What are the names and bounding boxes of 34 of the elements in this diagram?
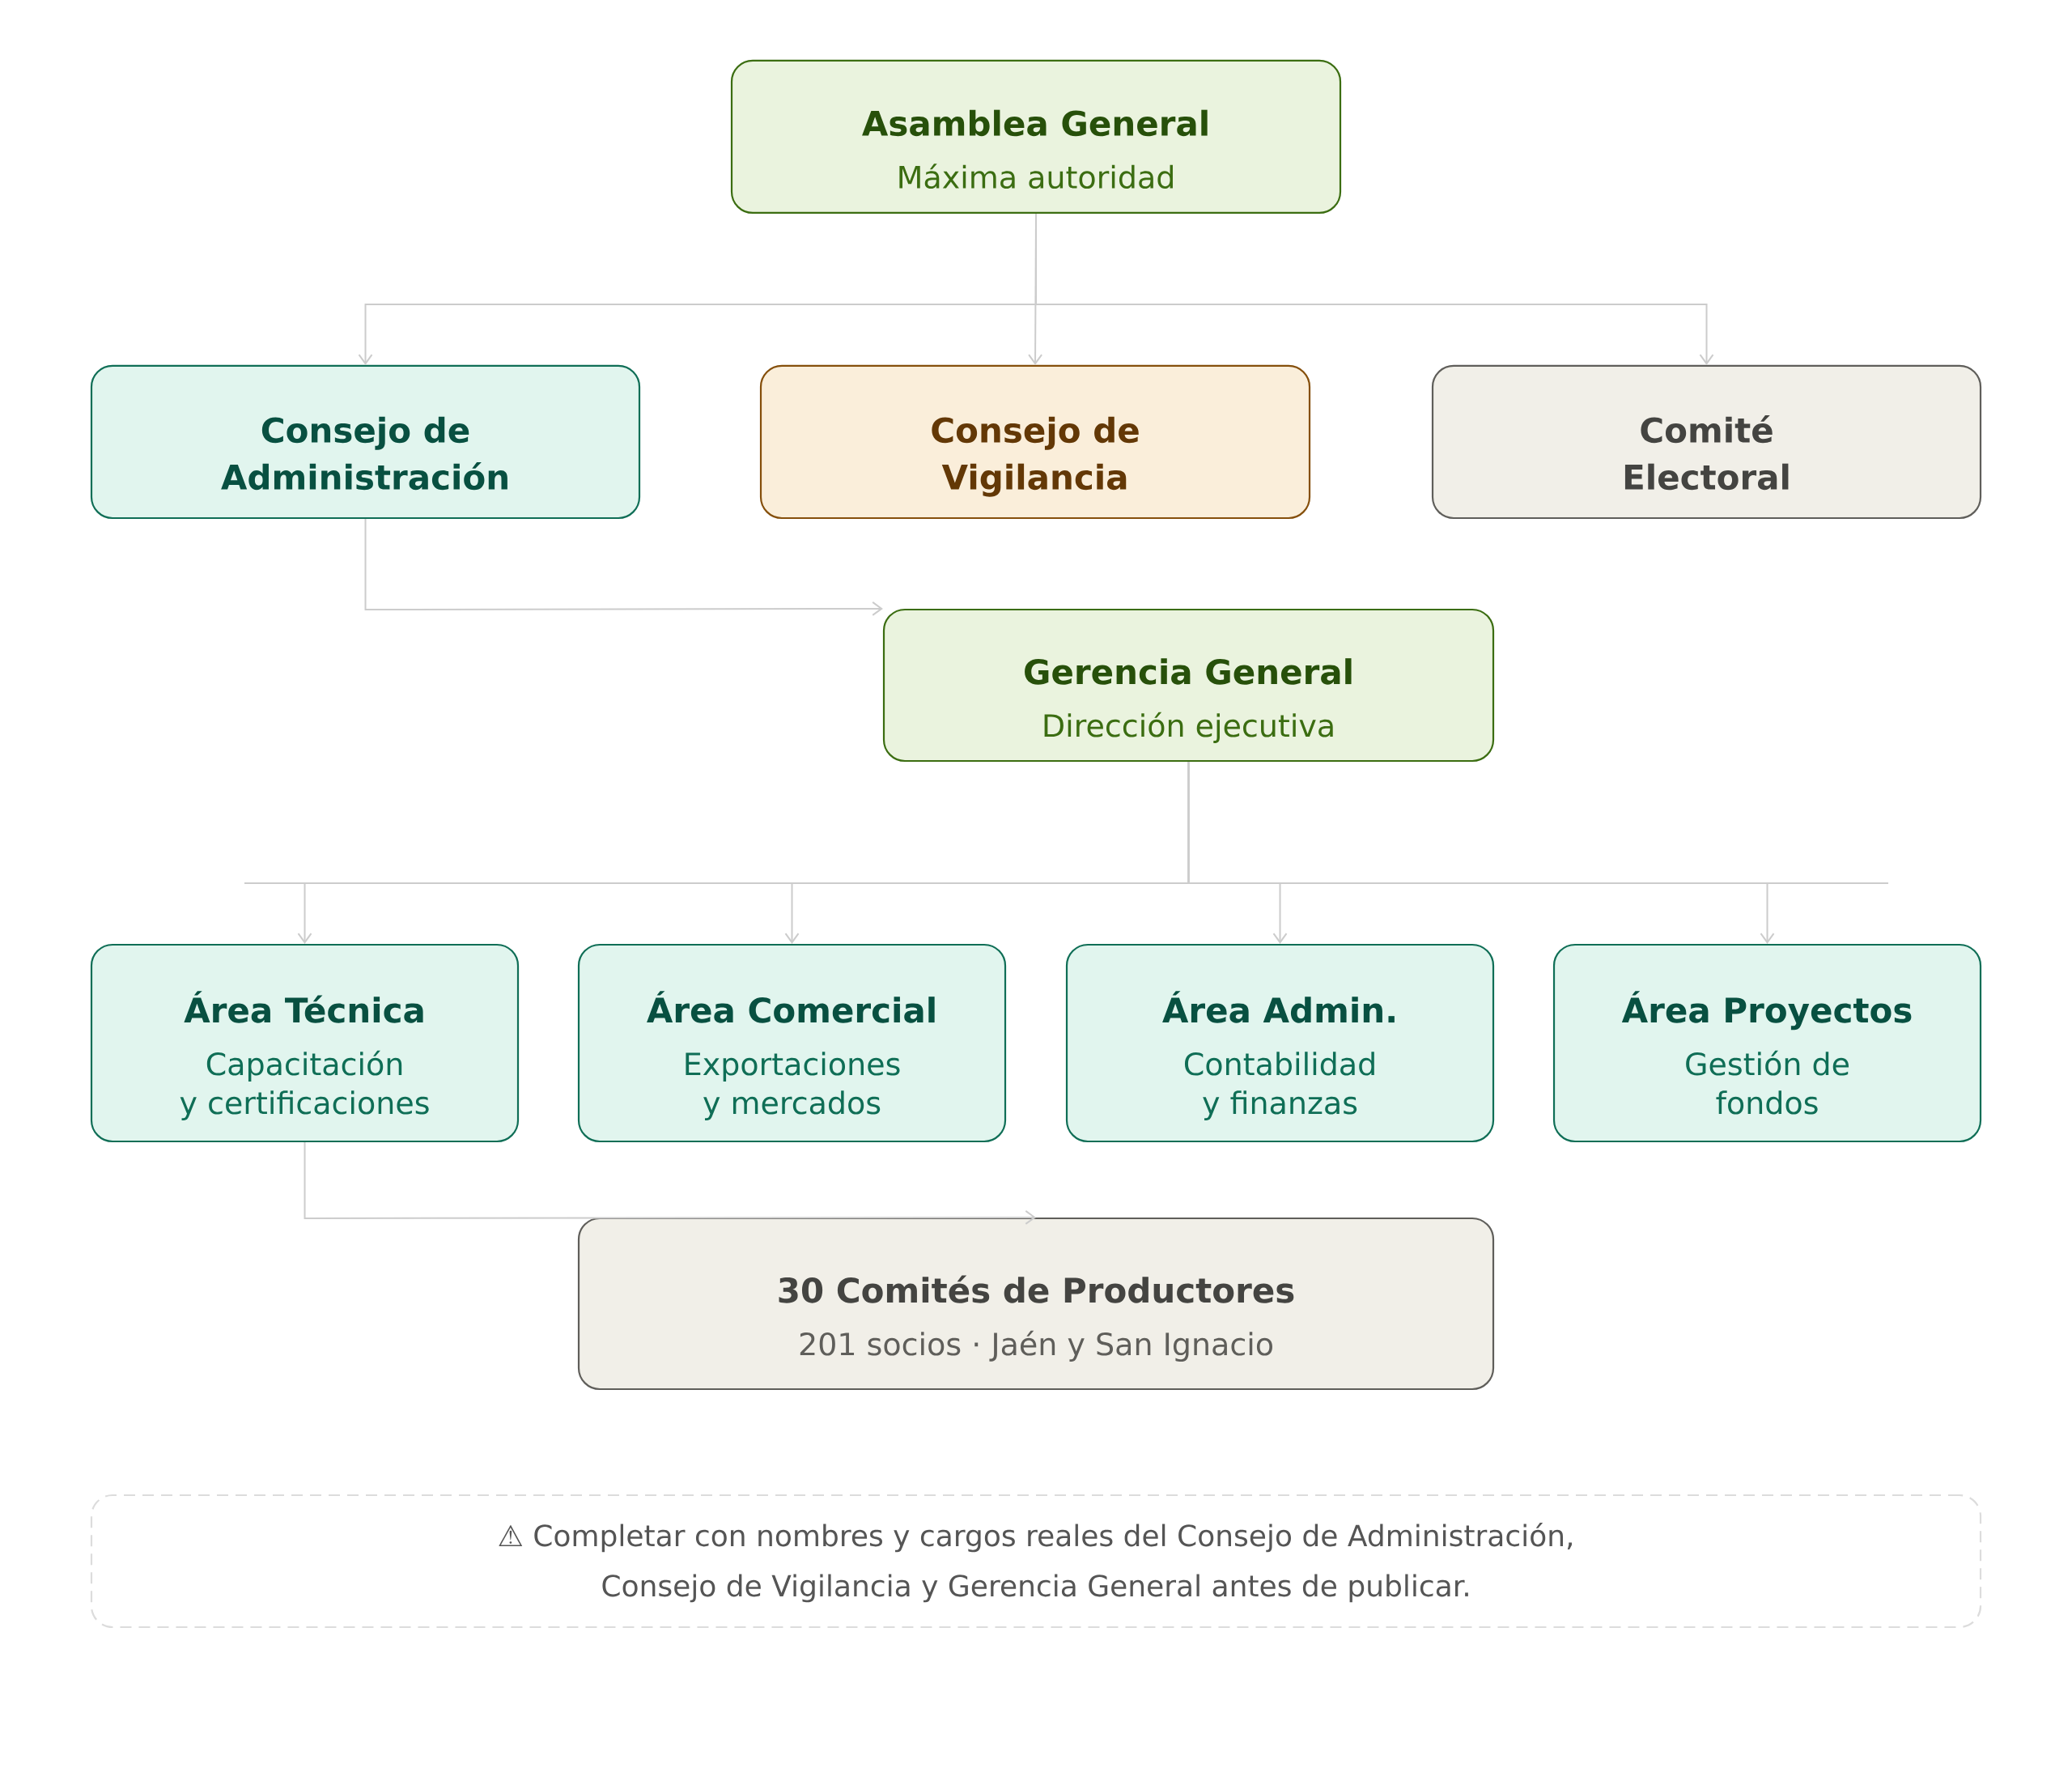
unit-description: Dirección ejecutiva <box>1044 712 1333 743</box>
unit-name: Área Proyectos <box>1621 991 1912 1031</box>
org-unit-box <box>1065 943 1495 1143</box>
connector-arrow <box>364 518 883 616</box>
unit-name: Asamblea General <box>862 109 1208 137</box>
org-unit-box <box>90 364 641 520</box>
org-unit-box <box>577 943 1007 1143</box>
org-unit-box <box>90 943 520 1143</box>
connector-arrow <box>304 1141 1036 1225</box>
unit-name: Gerencia General <box>1025 658 1352 685</box>
unit-description: 201 socios · Jaén y San Ignacio <box>800 1330 1272 1362</box>
note-box <box>90 1494 1982 1629</box>
unit-name: Comité Electoral <box>1624 415 1789 491</box>
note-text: ⚠ Completar con nombres y cargos reales del Consejo de Administración, Consejo de Vigilancia y Gerencia General antes de publicar. <box>499 1523 1572 1603</box>
bus-line <box>244 882 1889 884</box>
unit-name: Área Admin. <box>1162 991 1395 1023</box>
org-unit-box <box>1552 943 1982 1143</box>
unit-name: Consejo de Administración <box>221 416 507 491</box>
org-unit-box <box>882 608 1495 763</box>
unit-name: 30 Comités de Productores <box>779 1275 1294 1303</box>
org-unit-box <box>577 1217 1495 1391</box>
connector-arrow <box>1035 213 1714 365</box>
connector-arrow <box>1187 761 1775 944</box>
unit-description: Máxima autoridad <box>899 164 1173 189</box>
unit-description: Gestión de fondos <box>1686 1050 1849 1115</box>
org-unit-box <box>730 59 1342 215</box>
unit-name: Consejo de Vigilancia <box>932 416 1139 497</box>
unit-description: Exportaciones y mercados <box>686 1052 900 1120</box>
unit-name: Área Comercial <box>647 991 935 1023</box>
org-unit-box <box>759 364 1311 520</box>
unit-description: Capacitación y certificaciones <box>180 1050 429 1120</box>
unit-description: Contabilidad y finanzas <box>1184 1052 1374 1120</box>
org-unit-box <box>1431 364 1982 520</box>
unit-name: Área Técnica <box>184 991 423 1023</box>
